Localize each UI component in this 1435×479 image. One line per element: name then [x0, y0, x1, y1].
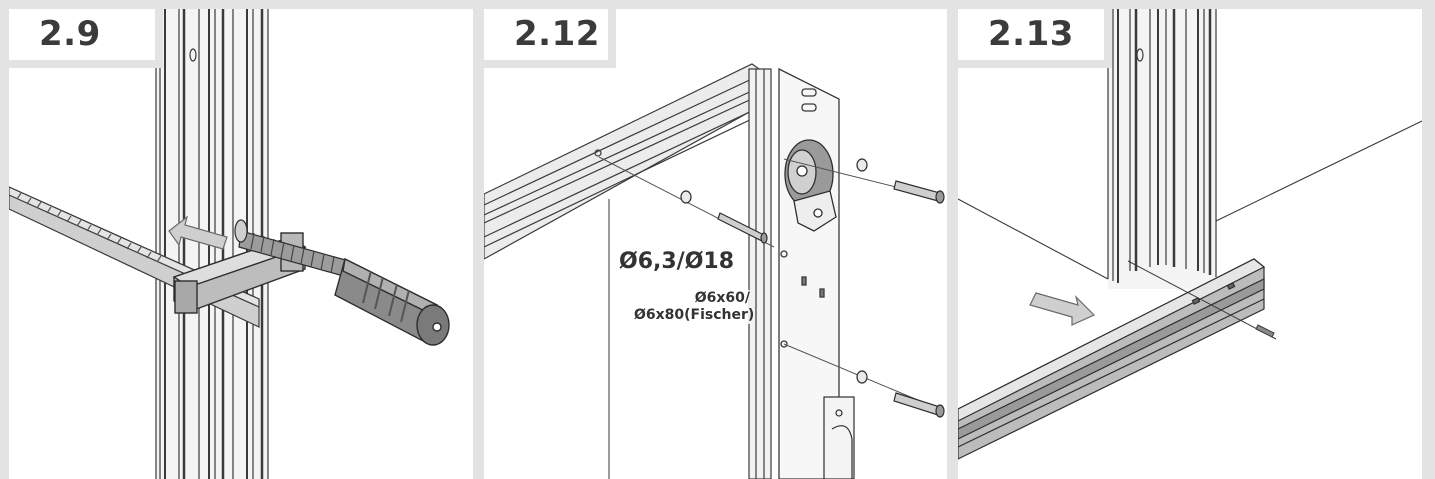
step-number-tab: 2.12	[484, 9, 616, 68]
screw-assembly	[1127, 260, 1277, 340]
plug-size-line-2: Ø6x80(Fischer)	[634, 307, 755, 323]
step-2-12-illustration	[484, 63, 945, 479]
vertical-post	[748, 68, 772, 479]
wall-outline	[958, 120, 1422, 280]
vertical-rail	[1107, 9, 1217, 289]
step-number: 2.9	[9, 9, 155, 60]
washer-bolt-size-label: Ø6,3/Ø18	[619, 249, 735, 274]
step-panel-2-12: 2.12	[484, 9, 947, 479]
horizontal-rail	[958, 258, 1266, 460]
direction-arrow-right	[1029, 292, 1096, 326]
step-2-9-illustration	[9, 9, 450, 479]
threaded-spindle	[234, 219, 350, 278]
direction-arrow-left	[168, 215, 228, 250]
bottom-hinge	[823, 396, 855, 479]
step-number: 2.13	[958, 9, 1104, 60]
plug-size-line-1: Ø6x60/	[694, 290, 750, 306]
step-panel-2-9: 2.9	[9, 9, 473, 479]
top-rail	[484, 63, 763, 260]
pulley-wheel	[784, 139, 837, 232]
step-number: 2.12	[484, 9, 608, 60]
washer-and-bolt-top	[856, 158, 945, 204]
plug-size-label: Ø6x60/ Ø6x80(Fischer)	[634, 290, 755, 324]
step-panel-2-13: 2.13	[958, 9, 1422, 479]
step-number-tab: 2.13	[958, 9, 1112, 68]
washer-and-bolt-bottom	[856, 370, 945, 418]
clamp-handle	[334, 257, 450, 346]
washer-and-bolt-left	[680, 190, 768, 244]
step-2-13-illustration	[958, 9, 1422, 460]
step-number-tab: 2.9	[9, 9, 163, 68]
